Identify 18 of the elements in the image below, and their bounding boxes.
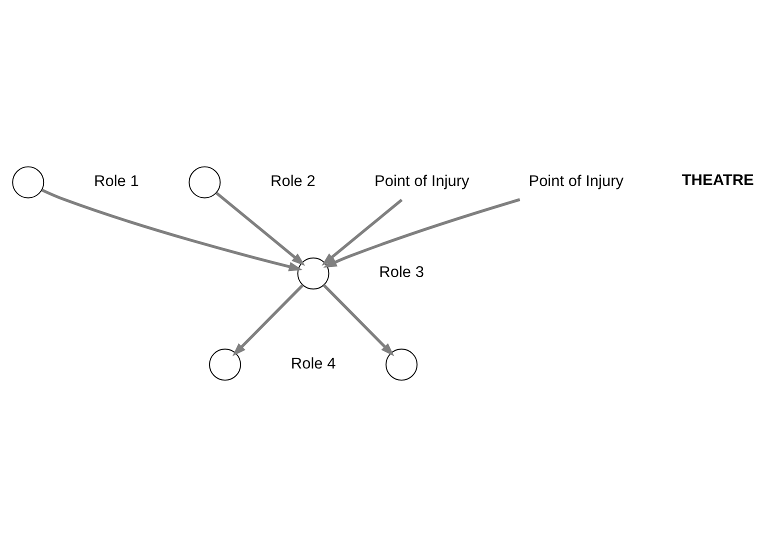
arrow [322,198,403,266]
node-circle [297,258,330,290]
node-circle [209,348,242,381]
arrow [215,192,306,266]
arrow [322,284,394,356]
node-circle [12,166,44,198]
node-label: Role 4 [290,355,336,372]
arrow [323,198,520,268]
node-text: Point of Injury [374,173,470,190]
arrow [232,284,304,356]
node-circle [188,166,221,198]
node-circle [386,348,418,381]
node-text: Point of Injury [528,173,624,190]
node-label: Role 1 [94,173,139,190]
label: THEATRE [682,172,754,190]
arrow [41,188,302,272]
node-label: Role 3 [379,264,424,282]
node-label: Role 2 [270,173,316,190]
